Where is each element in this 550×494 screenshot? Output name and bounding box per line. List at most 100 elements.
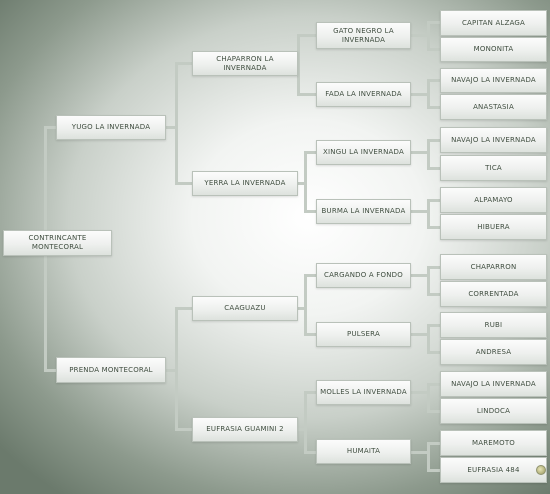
connector <box>427 351 440 354</box>
subject-name: CONTRINCANTE MONTECORAL <box>28 234 87 251</box>
connector <box>411 391 428 394</box>
connector <box>427 267 430 294</box>
gen4-box[interactable]: NAVAJO LA INVERNADA <box>440 68 547 93</box>
gen4-name: NAVAJO LA INVERNADA <box>451 76 536 84</box>
gen4-box[interactable]: ANDRESA <box>440 339 547 365</box>
connector <box>427 226 440 229</box>
gen4-name: MAREMOTO <box>471 438 516 447</box>
connector <box>411 210 428 213</box>
sire-box[interactable]: YUGO LA INVERNADA <box>56 115 166 140</box>
connector <box>427 167 440 170</box>
gen4-box[interactable]: CHAPARRON <box>440 254 547 280</box>
connector <box>427 139 440 142</box>
gen4-box[interactable]: HIBUERA <box>440 214 547 240</box>
gen4-name: CORRENTADA <box>468 289 519 298</box>
gen4-box[interactable]: NAVAJO LA INVERNADA <box>440 371 547 397</box>
gen4-box[interactable]: MAREMOTO <box>440 430 547 456</box>
connector <box>427 200 430 227</box>
gen4-box[interactable]: ALPAMAYO <box>440 187 547 213</box>
gen3-box[interactable]: FADA LA INVERNADA <box>316 82 411 107</box>
dam-box[interactable]: PRENDA MONTECORAL <box>56 357 166 383</box>
gen4-name: NAVAJO LA INVERNADA <box>451 379 536 388</box>
gen3-name: BURMA LA INVERNADA <box>321 207 406 215</box>
dam-sire-box[interactable]: CAAGUAZU <box>192 296 298 321</box>
gen3-name: XINGU LA INVERNADA <box>323 148 404 156</box>
gen4-name: CAPITAN ALZAGA <box>461 18 526 27</box>
sire-dam-box[interactable]: YERRA LA INVERNADA <box>192 171 298 196</box>
gen4-name: LINDOCA <box>476 406 511 415</box>
gen4-name: HIBUERA <box>477 222 510 231</box>
connector <box>175 63 178 184</box>
connector <box>175 308 178 430</box>
connector <box>411 93 428 96</box>
gen4-box[interactable]: CAPITAN ALZAGA <box>440 10 547 36</box>
connector <box>304 275 307 335</box>
connector <box>304 274 316 277</box>
sire-sire-name: CHAPARRON LA INVERNADA <box>216 54 274 72</box>
dam-dam-box[interactable]: EUFRASIA GUAMINI 2 <box>192 417 298 442</box>
gen4-name: EUFRASIA 484 <box>467 465 520 474</box>
connector <box>427 469 440 472</box>
connector <box>44 126 56 129</box>
connector <box>297 35 300 94</box>
connector <box>411 274 428 277</box>
dam-sire-name: CAAGUAZU <box>224 304 266 312</box>
connector <box>297 93 316 96</box>
gen4-name: TICA <box>485 163 502 172</box>
gen3-name: CARGANDO A FONDO <box>323 271 403 279</box>
gen4-name: RUBI <box>484 320 503 329</box>
gen4-box[interactable]: TICA <box>440 155 547 181</box>
gen3-name: PULSERA <box>347 330 380 338</box>
connector <box>427 442 440 445</box>
round-dot-icon[interactable] <box>536 465 546 475</box>
connector <box>411 151 428 154</box>
sire-dam-name: YERRA LA INVERNADA <box>204 179 286 187</box>
connector <box>297 34 316 37</box>
connector <box>304 391 316 394</box>
connector <box>427 324 440 327</box>
gen4-box[interactable]: CORRENTADA <box>440 281 547 307</box>
gen3-box[interactable]: GATO NEGRO LA INVERNADA <box>316 22 411 49</box>
connector <box>304 151 316 154</box>
dam-dam-name: EUFRASIA GUAMINI 2 <box>206 425 284 433</box>
gen3-box[interactable]: MOLLES LA INVERNADA <box>316 380 411 405</box>
connector <box>304 152 307 212</box>
gen3-box[interactable]: XINGU LA INVERNADA <box>316 140 411 165</box>
gen4-box[interactable]: ANASTASIA <box>440 94 547 120</box>
connector <box>427 106 440 109</box>
gen4-box[interactable]: RUBI <box>440 312 547 338</box>
connector <box>175 428 192 431</box>
gen3-box[interactable]: HUMAITA <box>316 439 411 464</box>
subject-horse[interactable]: CONTRINCANTE MONTECORAL <box>3 230 112 256</box>
connector <box>411 333 428 336</box>
connector <box>427 266 440 269</box>
connector <box>298 182 305 185</box>
gen4-box[interactable]: NAVAJO LA INVERNADA <box>440 127 547 153</box>
connector <box>175 307 192 310</box>
connector <box>304 333 316 336</box>
gen3-box[interactable]: PULSERA <box>316 322 411 347</box>
connector <box>304 392 307 453</box>
gen3-name: HUMAITA <box>346 447 381 455</box>
connector <box>44 369 56 372</box>
gen3-box[interactable]: BURMA LA INVERNADA <box>316 199 411 224</box>
gen4-box[interactable]: MONONITA <box>440 37 547 62</box>
gen3-box[interactable]: CARGANDO A FONDO <box>316 263 411 288</box>
gen4-name: ANDRESA <box>475 347 512 356</box>
gen4-name: MONONITA <box>473 45 514 53</box>
connector <box>427 140 430 168</box>
sire-name: YUGO LA INVERNADA <box>71 123 151 131</box>
sire-sire-box[interactable]: CHAPARRON LA INVERNADA <box>192 51 298 76</box>
gen4-name: NAVAJO LA INVERNADA <box>451 135 536 144</box>
connector <box>427 199 440 202</box>
connector <box>175 62 192 65</box>
gen4-box[interactable]: EUFRASIA 484 <box>440 457 547 483</box>
connector <box>427 48 440 51</box>
gen4-box[interactable]: LINDOCA <box>440 398 547 424</box>
dam-name: PRENDA MONTECORAL <box>69 365 153 374</box>
connector <box>304 451 316 454</box>
connector <box>427 22 430 49</box>
gen4-name: ANASTASIA <box>473 102 514 111</box>
connector <box>427 21 440 24</box>
